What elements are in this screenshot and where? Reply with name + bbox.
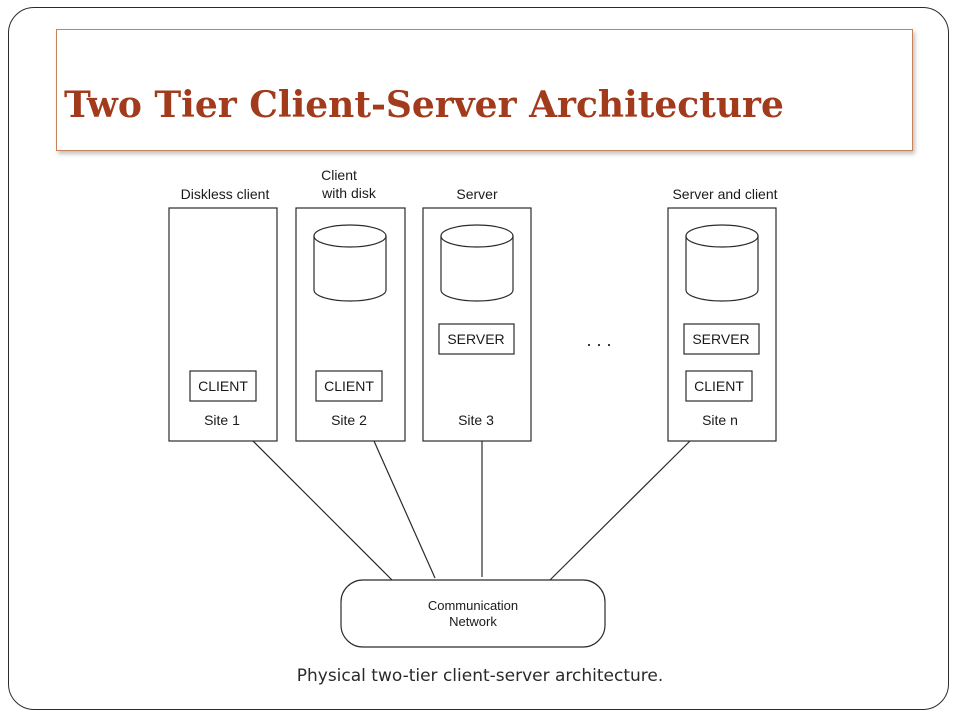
siten-disk-icon	[685, 224, 759, 302]
site1-client-label: CLIENT	[198, 378, 248, 394]
site2-header-line2: with disk	[321, 185, 377, 201]
site3-label: Site 3	[458, 412, 494, 428]
title-box	[56, 29, 913, 151]
network-label-line1: Communication	[428, 598, 518, 613]
site1-label: Site 1	[204, 412, 240, 428]
network-box	[340, 579, 606, 648]
siten-server-label: SERVER	[692, 331, 749, 347]
site2-header-line1: Client	[321, 167, 357, 183]
site3-disk-icon	[440, 224, 514, 302]
site1-client-box	[189, 370, 257, 402]
siten-label: Site n	[702, 412, 738, 428]
site1-header: Diskless client	[181, 186, 270, 202]
site2-label: Site 2	[331, 412, 367, 428]
site2-client-label: CLIENT	[324, 378, 374, 394]
slide-title: Two Tier Client-Server Architecture	[64, 84, 784, 126]
site3-header: Server	[456, 186, 498, 202]
siten-box	[667, 207, 777, 442]
siten-client-box	[685, 370, 753, 402]
site2-disk-icon	[313, 224, 387, 302]
site3-server-box	[438, 323, 515, 355]
site3-server-label: SERVER	[447, 331, 504, 347]
ellipsis: . . .	[586, 330, 611, 350]
network-label-line2: Network	[449, 614, 497, 629]
siten-server-box	[683, 323, 760, 355]
site3-box	[422, 207, 532, 442]
link-site1	[252, 440, 393, 581]
siten-header: Server and client	[672, 186, 777, 202]
link-siten	[549, 440, 691, 581]
siten-client-label: CLIENT	[694, 378, 744, 394]
figure-caption: Physical two-tier client-server architec…	[296, 666, 664, 686]
site2-client-box	[315, 370, 383, 402]
link-site2	[373, 440, 436, 579]
site2-box	[295, 207, 406, 442]
site1-box	[168, 207, 278, 442]
